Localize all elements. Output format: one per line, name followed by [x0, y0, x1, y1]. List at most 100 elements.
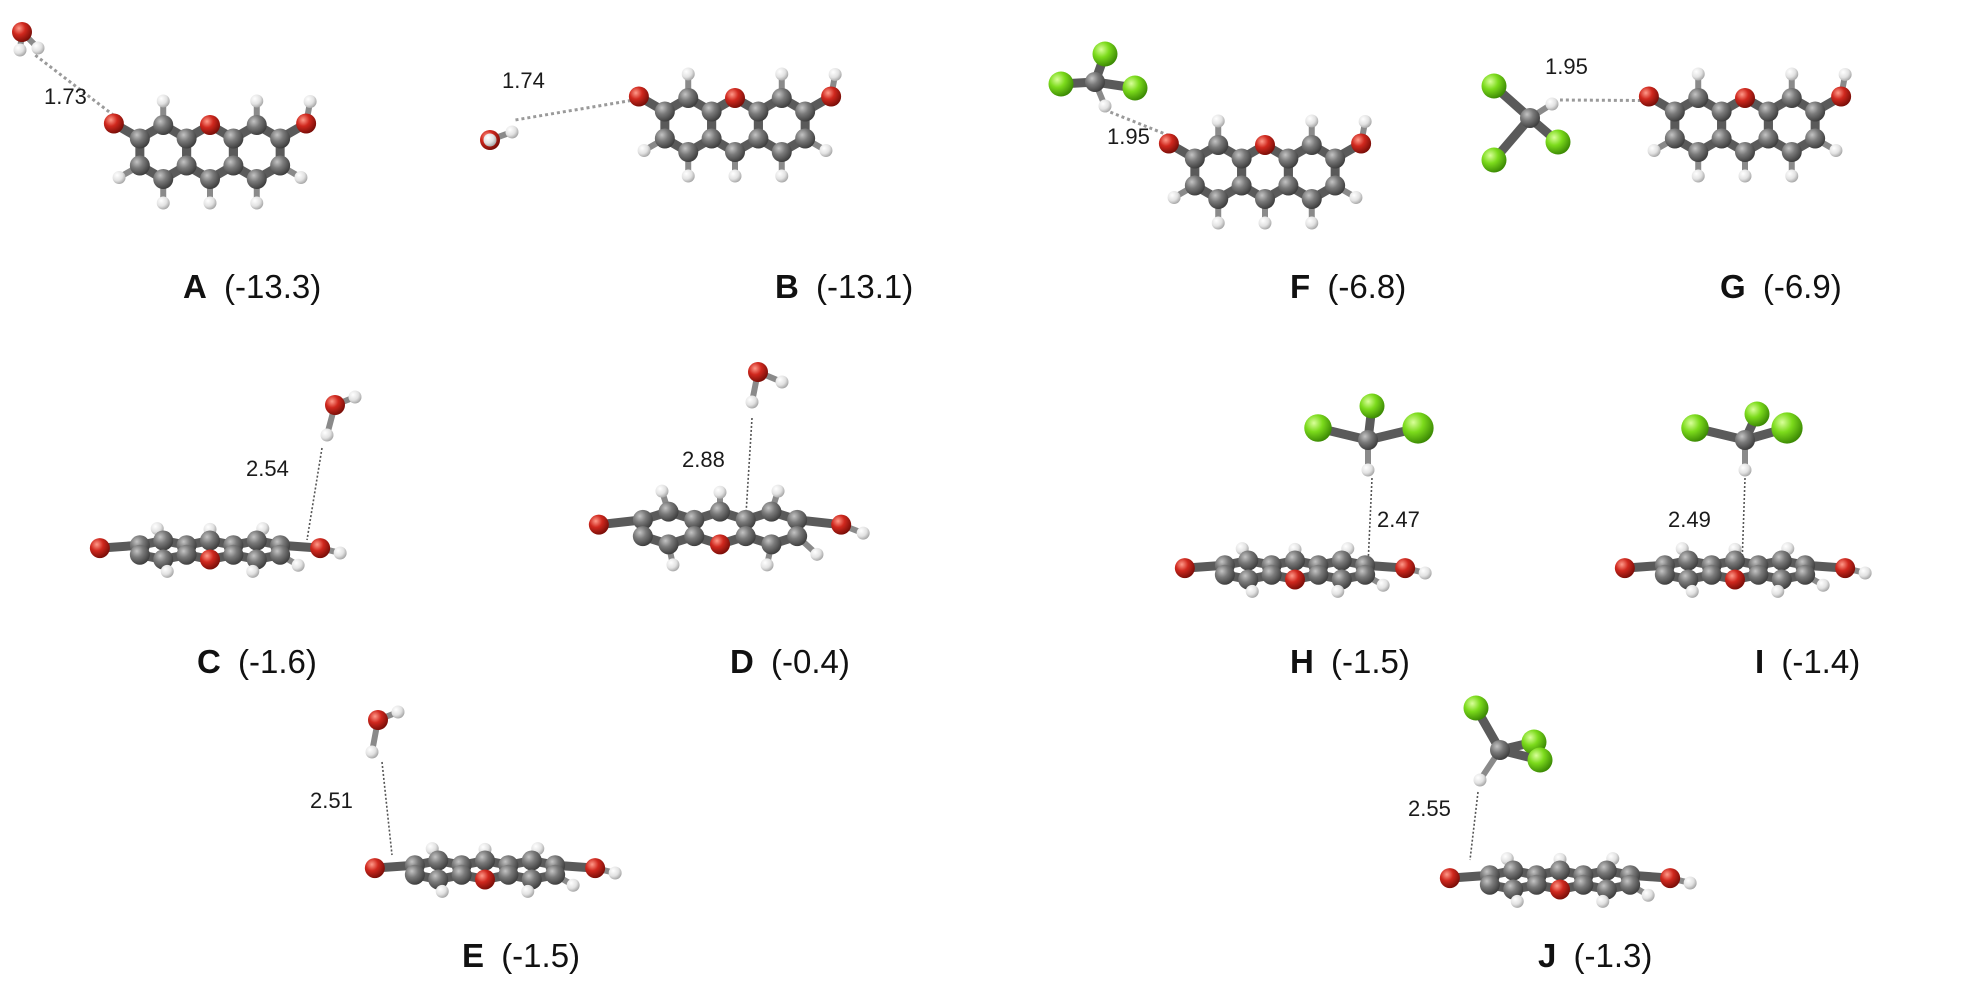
- carbon-atom: [710, 501, 730, 522]
- caption-energy-B: (-13.1): [816, 268, 913, 305]
- carbon-atom: [1520, 108, 1540, 128]
- carbon-atom: [1331, 550, 1352, 571]
- hydrogen-atom: [291, 558, 305, 572]
- hydrogen-atom: [203, 196, 217, 210]
- carbon-atom: [521, 850, 542, 871]
- chlorine-atom: [1359, 393, 1385, 419]
- molecule-F: [1048, 41, 1372, 230]
- carbon-atom: [475, 850, 495, 871]
- carbon-atom: [129, 128, 150, 149]
- oxygen-atom: [748, 362, 768, 382]
- caption-energy-G: (-6.9): [1763, 268, 1842, 305]
- hydrogen-atom: [1738, 463, 1752, 477]
- hydrogen-atom: [1683, 876, 1697, 890]
- hydrogen-atom: [1258, 216, 1272, 230]
- hydrogen-atom: [1647, 144, 1661, 157]
- carbon-atom: [658, 501, 679, 522]
- hydrogen-atom: [483, 133, 497, 147]
- hydrogen-atom: [775, 375, 789, 389]
- carbon-atom: [684, 526, 705, 547]
- carbon-atom: [735, 526, 756, 547]
- carbon-atom: [223, 544, 244, 565]
- oxygen-atom: [585, 858, 606, 879]
- oxygen-atom: [1660, 868, 1681, 889]
- carbon-atom: [1771, 569, 1792, 590]
- distance-label-I: 2.49: [1668, 507, 1711, 532]
- hydrogen-atom: [320, 428, 334, 442]
- hydrogen-atom: [1545, 97, 1559, 111]
- hydrogen-atom: [250, 196, 264, 210]
- carbon-atom: [1355, 564, 1376, 585]
- carbon-atom: [153, 530, 174, 551]
- carbon-atom: [176, 128, 197, 149]
- chlorine-atom: [1481, 147, 1507, 173]
- carbon-atom: [787, 509, 808, 530]
- hydrogen-atom: [1418, 566, 1432, 580]
- carbon-atom: [1781, 88, 1802, 108]
- hydrogen-atom: [112, 171, 126, 184]
- hydrogen-atom: [1785, 169, 1799, 183]
- carbon-atom: [176, 155, 197, 176]
- carbon-atom: [1479, 874, 1500, 895]
- chlorine-atom: [1527, 747, 1553, 773]
- panel-F: 1.95 F (-6.8): [1048, 41, 1406, 305]
- panel-H: 2.47 H (-1.5): [1174, 393, 1434, 680]
- oxygen-atom: [1158, 133, 1179, 154]
- hydrogen-atom: [1245, 584, 1259, 598]
- hydrogen-atom: [521, 884, 535, 898]
- carbon-atom: [678, 88, 699, 108]
- carbon-atom: [761, 534, 782, 555]
- chlorine-atom: [1545, 129, 1571, 155]
- hydrogen-atom: [771, 484, 785, 498]
- hydrogen-atom: [160, 564, 174, 578]
- caption-letter-J: J: [1538, 937, 1556, 974]
- distance-label-J: 2.55: [1408, 796, 1451, 821]
- hydrogen-atom: [156, 196, 170, 210]
- molecule-C: [89, 390, 362, 578]
- caption-C: C (-1.6): [197, 643, 317, 680]
- carbon-atom: [761, 501, 782, 522]
- oxygen-atom: [831, 514, 852, 535]
- panel-E: 2.51 E (-1.5): [310, 705, 622, 974]
- hydrogen-atom: [810, 547, 824, 561]
- carbon-atom: [1325, 148, 1346, 169]
- carbon-atom: [451, 864, 472, 885]
- oxygen-atom: [12, 22, 32, 42]
- oxygen-atom: [89, 538, 110, 559]
- contact-line-I: [1741, 477, 1746, 566]
- carbon-atom: [223, 155, 244, 176]
- oxygen-atom: [710, 534, 730, 555]
- carbon-atom: [632, 509, 653, 530]
- hydrogen-bond-G: [1559, 98, 1641, 102]
- carbon-atom: [1573, 874, 1594, 895]
- chlorine-atom: [1463, 695, 1489, 721]
- hydrogen-atom: [1510, 894, 1524, 908]
- hydrogen-atom: [728, 169, 742, 183]
- carbon-atom: [1308, 564, 1329, 585]
- distance-label-G: 1.95: [1545, 54, 1588, 79]
- hydrogen-atom: [1305, 114, 1319, 128]
- carbon-atom: [1231, 175, 1252, 196]
- carbon-atom: [1261, 564, 1282, 585]
- carbon-atom: [1805, 101, 1826, 122]
- caption-energy-C: (-1.6): [238, 643, 317, 680]
- molecule-A: [12, 22, 317, 210]
- carbon-atom: [1208, 135, 1229, 155]
- panel-B: 1.74 B (-13.1): [480, 67, 913, 305]
- carbon-atom: [748, 128, 769, 149]
- panel-G: 1.95 G (-6.9): [1481, 54, 1852, 305]
- hydrogen-atom: [365, 745, 379, 759]
- hydrogen-atom: [1349, 191, 1363, 204]
- carbon-atom: [428, 869, 449, 890]
- carbon-atom: [1725, 550, 1745, 571]
- panel-I: 2.49 I (-1.4): [1614, 401, 1872, 680]
- hydrogen-atom: [1816, 578, 1830, 592]
- carbon-atom: [176, 544, 197, 565]
- carbon-atom: [684, 509, 705, 530]
- molecule-D: [588, 362, 870, 572]
- carbon-atom: [1678, 550, 1699, 571]
- carbon-atom: [1503, 860, 1524, 881]
- caption-letter-E: E: [462, 937, 484, 974]
- contact-line-E: [381, 761, 393, 856]
